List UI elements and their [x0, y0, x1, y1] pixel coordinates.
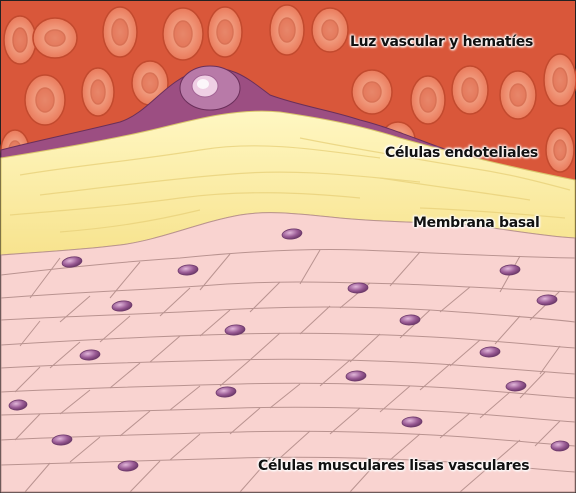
red-blood-cell [312, 8, 348, 52]
red-blood-cell [452, 66, 488, 114]
red-blood-cell [82, 68, 114, 116]
red-blood-cell [546, 128, 574, 172]
red-blood-cell [411, 76, 445, 124]
red-blood-cell [103, 7, 137, 57]
red-blood-cell [25, 75, 65, 125]
red-blood-cell [500, 71, 536, 119]
label-basal-membrane: Membrana basal [413, 215, 540, 231]
endothelial-cell [180, 66, 240, 110]
red-blood-cell [270, 5, 304, 55]
red-blood-cell [4, 16, 36, 64]
red-blood-cell [352, 70, 392, 114]
red-blood-cell [208, 7, 242, 57]
label-endothelial-cells: Células endoteliales [385, 145, 538, 161]
red-blood-cell [163, 8, 203, 60]
red-blood-cell [544, 54, 576, 106]
label-smooth-muscle-cells: Células musculares lisas vasculares [258, 458, 529, 474]
label-vascular-lumen: Luz vascular y hematíes [350, 34, 533, 50]
red-blood-cell [33, 18, 77, 58]
